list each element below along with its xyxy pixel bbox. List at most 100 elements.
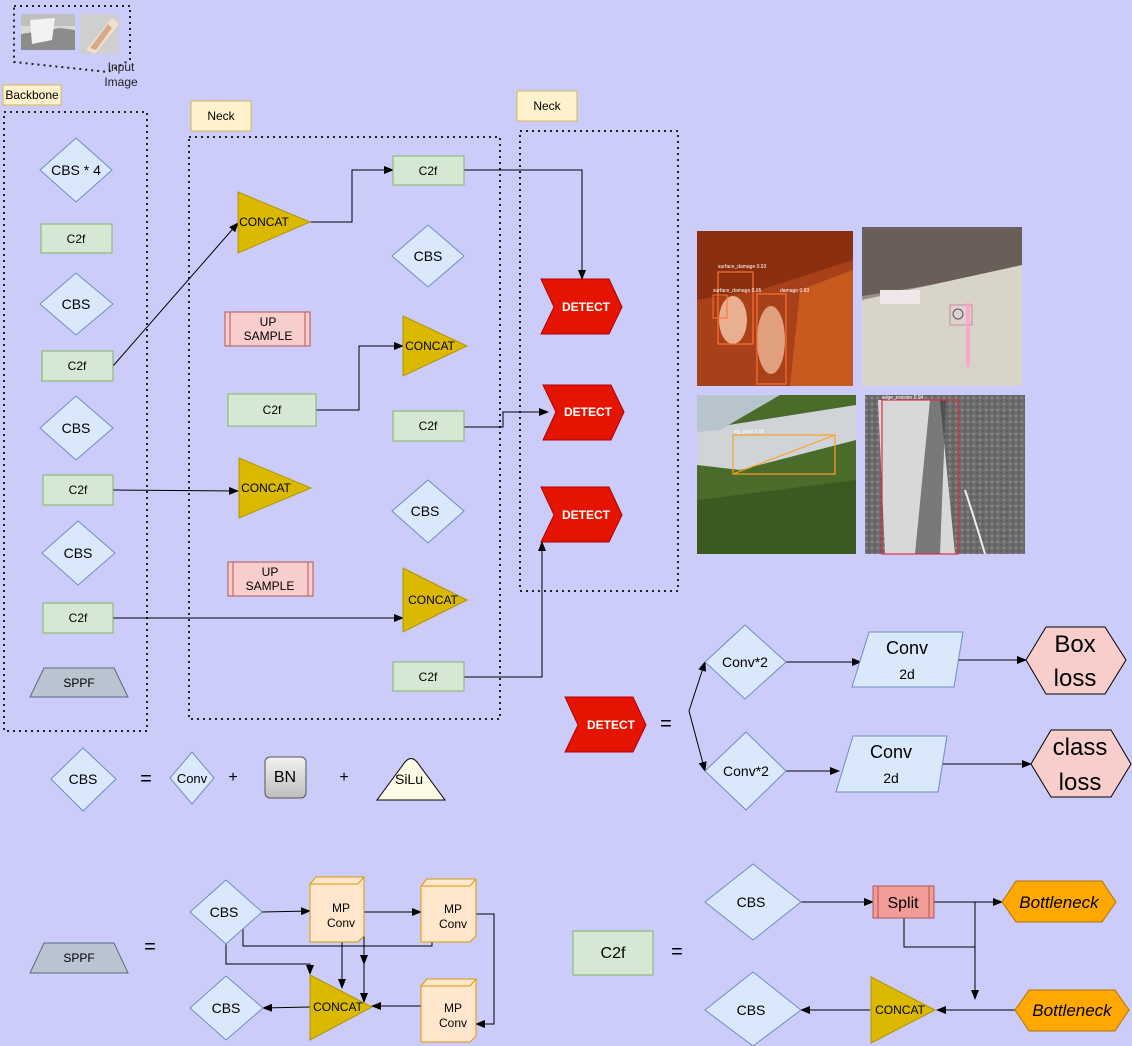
svg-text:UP: UP bbox=[260, 315, 277, 329]
c2f-def-bottleneck-1[interactable]: Bottleneck bbox=[1001, 880, 1117, 923]
c2f-def-bottleneck-2[interactable]: Bottleneck bbox=[1014, 989, 1130, 1032]
result-image-1-label-c: damage 0.93 bbox=[780, 288, 809, 294]
cbs-def-conv[interactable]: Conv bbox=[169, 751, 215, 805]
neck-concat-a[interactable]: CONCAT bbox=[402, 315, 469, 377]
svg-text:MP: MP bbox=[332, 901, 350, 915]
backbone-c2f-1[interactable]: C2f bbox=[40, 223, 113, 254]
neck-upsample-2[interactable]: UP SAMPLE bbox=[227, 561, 314, 597]
neck-detect-frame bbox=[519, 130, 679, 592]
backbone-cbs-1[interactable]: CBS bbox=[39, 272, 114, 336]
result-image-1-label-b: surface_damage 0.95 bbox=[713, 288, 762, 294]
sppf-def-cbs-in[interactable]: CBS bbox=[189, 879, 263, 945]
backbone-sppf[interactable]: SPPF bbox=[29, 667, 129, 698]
result-image-4: edge_erosion 0.94 bbox=[865, 395, 1025, 555]
cbs-def-equals: = bbox=[140, 768, 152, 790]
detect-def-conv2-a[interactable]: Conv*2 bbox=[704, 624, 787, 700]
svg-text:Conv: Conv bbox=[327, 916, 355, 930]
neck-concat-mid[interactable]: CONCAT bbox=[238, 457, 313, 519]
neck-concat-b[interactable]: CONCAT bbox=[402, 567, 469, 633]
neck-c2f-top[interactable]: C2f bbox=[392, 155, 465, 186]
backbone-section-label: Backbone bbox=[2, 84, 62, 106]
svg-text:SAMPLE: SAMPLE bbox=[246, 579, 295, 593]
detect-def-conv2d-a[interactable]: Conv 2d bbox=[851, 631, 964, 688]
detect-def-conv2d-b[interactable]: Conv 2d bbox=[835, 735, 948, 793]
backbone-c2f-2[interactable]: C2f bbox=[41, 350, 114, 382]
input-image-group: Input Image bbox=[13, 5, 138, 89]
neck-cbs-b[interactable]: CBS bbox=[391, 479, 465, 544]
c2f-def-c2f[interactable]: C2f bbox=[572, 930, 654, 976]
svg-text:UP: UP bbox=[262, 565, 279, 579]
backbone-cbs-2[interactable]: CBS bbox=[39, 395, 114, 461]
svg-text:Box: Box bbox=[1054, 631, 1095, 658]
backbone-c2f-4[interactable]: C2f bbox=[42, 602, 114, 634]
sppf-def-sppf[interactable]: SPPF bbox=[29, 942, 129, 974]
neck-cbs-a[interactable]: CBS bbox=[391, 224, 465, 288]
neck-c2f-bot[interactable]: C2f bbox=[392, 661, 465, 692]
input-label-line1: Input bbox=[108, 60, 135, 74]
sppf-def-cbs-out[interactable]: CBS bbox=[189, 975, 264, 1041]
result-image-3-label: eg_pane 0.95 bbox=[734, 429, 765, 435]
neck-c2f-mid[interactable]: C2f bbox=[392, 410, 465, 442]
svg-text:C2f: C2f bbox=[601, 945, 626, 962]
neck-upsample-1[interactable]: UP SAMPLE bbox=[224, 311, 311, 347]
svg-text:Conv: Conv bbox=[439, 917, 467, 931]
c2f-def-cbs-in[interactable]: CBS bbox=[704, 863, 802, 941]
svg-text:CONCAT: CONCAT bbox=[313, 1000, 363, 1014]
neck-detect-section-label: Neck bbox=[516, 90, 578, 122]
svg-text:Conv: Conv bbox=[439, 1016, 467, 1030]
class-loss[interactable]: class loss bbox=[1030, 729, 1132, 798]
backbone-cbs-3[interactable]: CBS bbox=[41, 520, 116, 586]
svg-text:CBS: CBS bbox=[411, 503, 440, 519]
c2f-def-concat[interactable]: CONCAT bbox=[870, 976, 937, 1044]
svg-text:MP: MP bbox=[444, 1001, 462, 1015]
connectors bbox=[112, 166, 1032, 1028]
input-dotted-frame bbox=[13, 5, 131, 74]
svg-text:C2f: C2f bbox=[419, 419, 438, 433]
c2f-def-cbs-out[interactable]: CBS bbox=[704, 971, 802, 1046]
backbone-cbs4[interactable]: CBS * 4 bbox=[39, 137, 113, 203]
svg-text:Split: Split bbox=[887, 895, 919, 912]
svg-text:SPPF: SPPF bbox=[63, 676, 94, 690]
svg-text:Bottleneck: Bottleneck bbox=[1032, 1001, 1113, 1020]
detect-def-detect[interactable]: DETECT bbox=[564, 696, 647, 753]
svg-text:CONCAT: CONCAT bbox=[875, 1003, 925, 1017]
svg-text:Conv: Conv bbox=[177, 771, 208, 786]
svg-text:CBS: CBS bbox=[212, 1000, 241, 1016]
svg-text:loss: loss bbox=[1059, 769, 1102, 796]
svg-text:DETECT: DETECT bbox=[564, 405, 613, 419]
svg-text:DETECT: DETECT bbox=[562, 508, 611, 522]
c2f-def-split[interactable]: Split bbox=[872, 885, 935, 919]
neck-frame bbox=[188, 136, 501, 720]
result-image-4-label: edge_erosion 0.94 bbox=[882, 395, 924, 401]
sppf-def-mp-2[interactable]: MP Conv bbox=[420, 878, 477, 943]
svg-text:CBS * 4: CBS * 4 bbox=[51, 162, 101, 178]
cbs-def-cbs[interactable]: CBS bbox=[50, 747, 117, 812]
cbs-def-silu[interactable]: SiLu bbox=[376, 758, 446, 801]
svg-text:C2f: C2f bbox=[419, 670, 438, 684]
result-image-2 bbox=[862, 227, 1022, 386]
sppf-def-concat[interactable]: CONCAT bbox=[309, 974, 374, 1041]
neck-c2f-left[interactable]: C2f bbox=[227, 393, 317, 427]
backbone-c2f-3[interactable]: C2f bbox=[42, 474, 114, 506]
svg-text:SAMPLE: SAMPLE bbox=[244, 329, 293, 343]
sppf-def-mp-1[interactable]: MP Conv bbox=[309, 876, 365, 943]
svg-text:CBS: CBS bbox=[62, 296, 91, 312]
neck-concat-top[interactable]: CONCAT bbox=[237, 191, 312, 254]
detect-head-1[interactable]: DETECT bbox=[540, 278, 623, 335]
detect-def-conv2-b[interactable]: Conv*2 bbox=[704, 731, 787, 811]
svg-text:Bottleneck: Bottleneck bbox=[1019, 893, 1100, 912]
svg-text:SiLu: SiLu bbox=[395, 771, 423, 787]
svg-text:SPPF: SPPF bbox=[63, 951, 94, 965]
detect-head-2[interactable]: DETECT bbox=[542, 384, 625, 441]
svg-text:2d: 2d bbox=[883, 770, 899, 786]
detect-head-3[interactable]: DETECT bbox=[540, 486, 623, 543]
cbs-def-bn[interactable]: BN bbox=[264, 756, 307, 799]
cbs-def-plus-2: + bbox=[339, 769, 348, 786]
svg-text:C2f: C2f bbox=[69, 611, 88, 625]
svg-text:Conv*2: Conv*2 bbox=[722, 654, 768, 670]
sppf-def-mp-3[interactable]: MP Conv bbox=[420, 978, 477, 1043]
svg-text:MP: MP bbox=[444, 902, 462, 916]
box-loss[interactable]: Box loss bbox=[1025, 626, 1127, 695]
svg-text:DETECT: DETECT bbox=[562, 300, 611, 314]
svg-text:BN: BN bbox=[274, 769, 296, 786]
